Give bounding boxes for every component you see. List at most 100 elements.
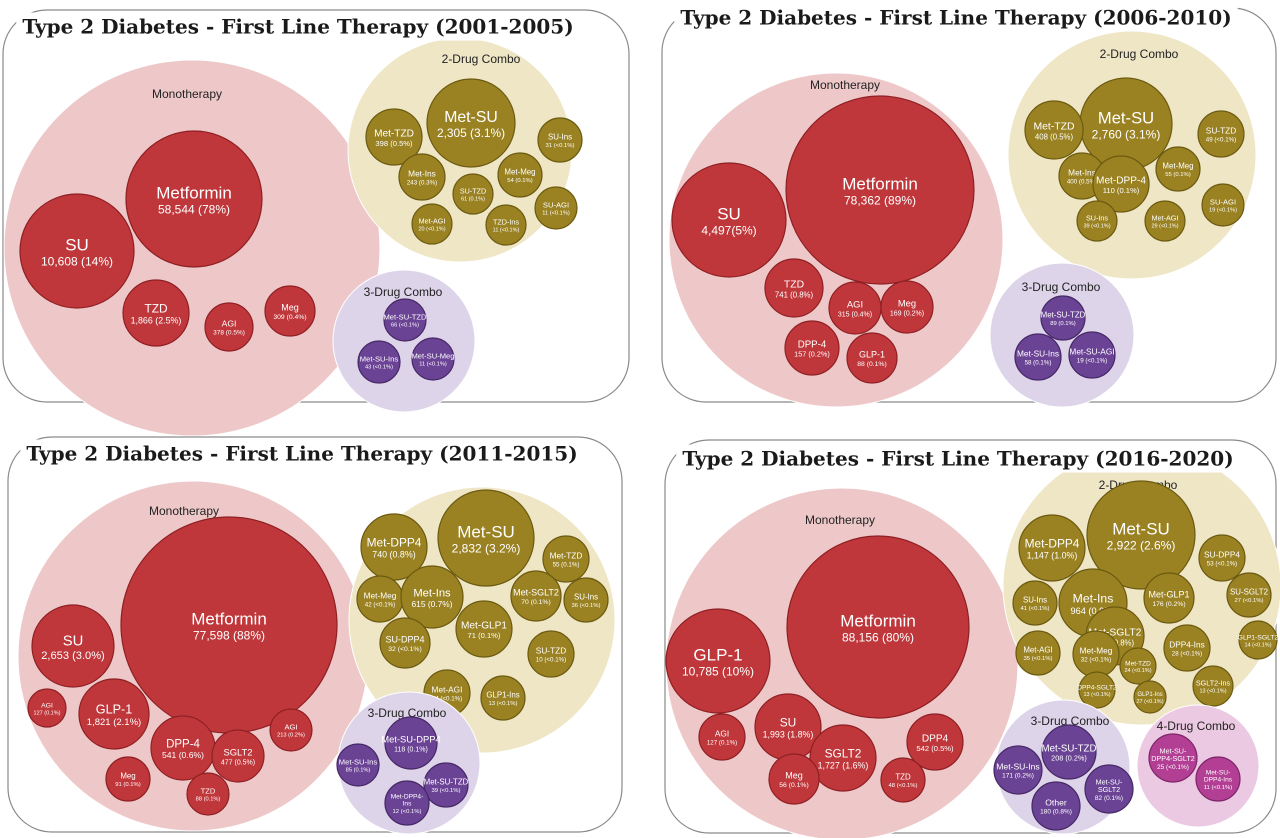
- bubble-value: 58 (0.1%): [1025, 359, 1052, 366]
- bubble-value: 61 (0.1%): [461, 196, 485, 202]
- bubble-label: Met-SU: [1098, 108, 1154, 127]
- bubble-label: SGLT2: [223, 747, 252, 758]
- bubble-label: Met-SU: [444, 109, 498, 126]
- bubble-value: 71 (0.1%): [468, 631, 501, 640]
- bubble-label: Met-Meg: [1162, 162, 1193, 171]
- bubble-circle: [31, 604, 115, 688]
- bubble-label: GLP1-Ins: [486, 691, 519, 700]
- bubble-circle: [1086, 480, 1196, 590]
- bubble-circle: [1015, 630, 1061, 676]
- bubble-circle: [411, 203, 453, 245]
- group-label: Monotherapy: [152, 87, 222, 101]
- bubble-label: Met-SU: [457, 523, 515, 542]
- bubble-label: AGI: [284, 723, 297, 732]
- bubble-value: 20 (<0.1%): [418, 226, 445, 232]
- bubble-label: AGI: [715, 729, 729, 739]
- bubble-label: SU-TZD: [536, 646, 566, 656]
- bubble-label: SU-Ins: [574, 593, 598, 602]
- bubble-value: 964 (0.9%): [1071, 606, 1116, 616]
- bubble-circle: [698, 713, 746, 761]
- bubble-value: 41 (<0.1%): [1021, 606, 1050, 612]
- bubble-label: Met-SU-TZD: [424, 778, 469, 787]
- bubble-label: GLP-1: [859, 350, 885, 360]
- bubble-value: 31 (<0.1%): [546, 143, 575, 149]
- bubble-label: DPP4-Ins: [1169, 640, 1205, 650]
- bubble-value: 127 (0.1%): [34, 710, 61, 716]
- bubble-circle: [768, 753, 820, 805]
- bubble-value: 24 (<0.1%): [432, 695, 462, 702]
- group-label: 3-Drug Combo: [1031, 714, 1110, 728]
- bubble-label: Met-SU-DPP4: [381, 734, 440, 745]
- bubble-circle: [1163, 624, 1211, 672]
- bubble-label: Met-SU-TZD: [1042, 744, 1097, 755]
- bubble-value: 176 (0.2%): [1152, 601, 1185, 608]
- bubble-label: SU-AGI: [1210, 198, 1236, 207]
- bubble-circle: [1143, 572, 1195, 624]
- bubble-value: 157 (0.2%): [794, 350, 830, 359]
- bubble-value: 35 (<0.1%): [1024, 656, 1053, 662]
- bubble-value: 169 (0.2%): [890, 310, 924, 317]
- bubble-value: 70 (0.1%): [521, 599, 550, 606]
- bubble-label: Met-SU-AGI: [1069, 347, 1114, 357]
- bubble-value: 542 (0.5%): [916, 744, 954, 753]
- bubble-label: Met-Meg: [504, 168, 535, 177]
- bubble-label: Met-SGLT2: [1089, 627, 1142, 638]
- bubble-circle: [384, 716, 438, 770]
- bubble-value: 13 (<0.1%): [489, 701, 518, 707]
- bubble-value: 2,760 (3.1%): [1092, 127, 1161, 141]
- bubble-circle: [452, 173, 494, 215]
- bubble-value: 82 (0.1%): [1095, 795, 1123, 802]
- bubble-circle: [1040, 295, 1086, 341]
- bubble-value: 740 (0.8%): [372, 550, 415, 560]
- bubble-label: Met-SU-Meg: [411, 352, 454, 361]
- bubble-value: 91 (0.1%): [115, 782, 141, 788]
- bubble-label: GLP-1: [96, 702, 132, 716]
- bubble-value: 208 (0.2%): [1051, 754, 1087, 763]
- bubble-label: Met-Ins: [408, 169, 436, 179]
- bubble-circle: [1192, 665, 1234, 707]
- bubble-label: Met-SU-: [1206, 770, 1231, 777]
- bubble-label: SU-AGI: [543, 201, 569, 210]
- bubble-circle: [186, 772, 230, 816]
- bubble-label: SU-TZD: [460, 187, 486, 196]
- group-label: Monotherapy: [149, 504, 219, 518]
- bubble-value: 11 (<0.1%): [542, 211, 570, 217]
- bubble-value: 14 (<0.1%): [1244, 642, 1271, 648]
- bubble-circle: [269, 708, 313, 752]
- bubble-value: 2,653 (3.0%): [41, 650, 105, 662]
- bubble-value: 88 (0.1%): [857, 361, 886, 368]
- bubble-value: 32 (<0.1%): [388, 646, 421, 653]
- bubble-circle: [1076, 200, 1118, 242]
- bubble-value: 10,608 (14%): [41, 255, 113, 269]
- bubble-value: 243 (0.3%): [407, 179, 437, 186]
- bubble-label: Met-Meg: [1080, 646, 1113, 656]
- bubble-value: 11 (<0.1%): [493, 227, 520, 233]
- bubble-glp-1: GLP-110,785 (10%): [665, 608, 771, 714]
- bubble-value: 1,147 (1.0%): [1027, 551, 1078, 561]
- bubble-value: 55 (0.1%): [553, 561, 580, 568]
- bubble-value: 213 (0.2%): [277, 733, 305, 739]
- bubble-label: Met-SU-Ins: [996, 762, 1039, 772]
